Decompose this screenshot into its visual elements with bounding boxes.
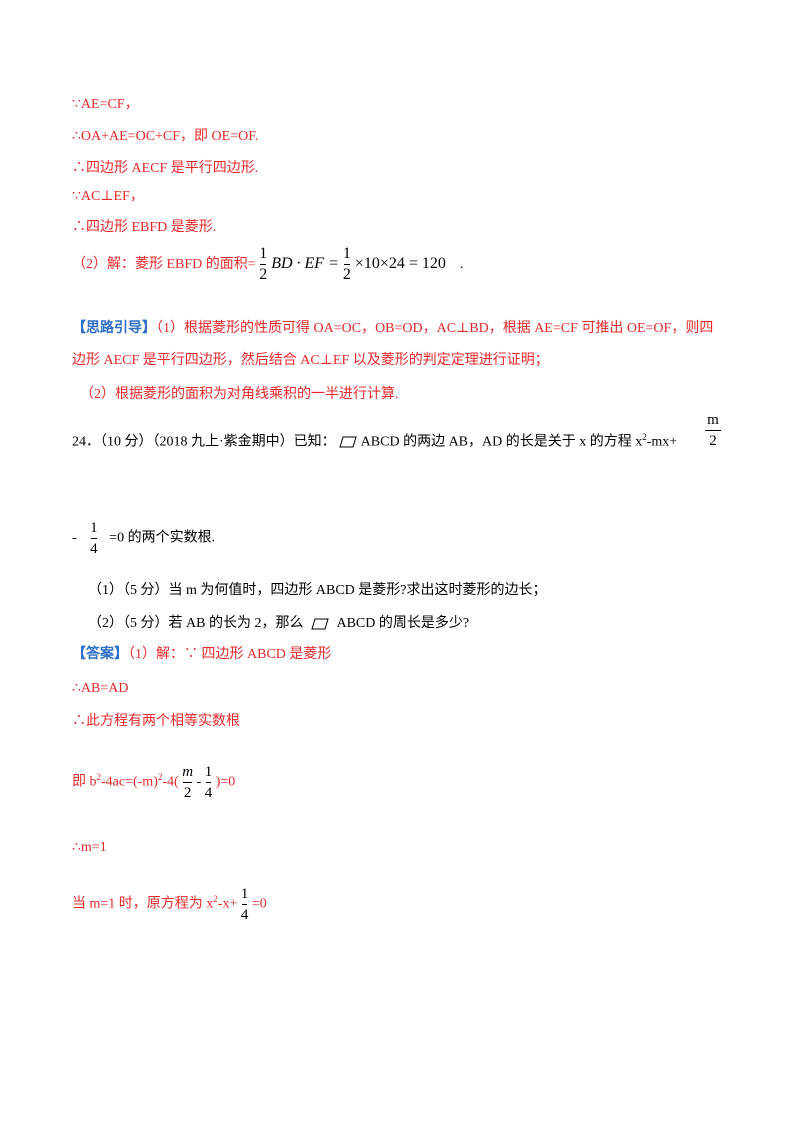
hint-line-1: 【思路引导】（1）根据菱形的性质可得 OA=OC，OB=OD，AC⊥BD，根据 … bbox=[72, 319, 713, 339]
proof-line-4: ∵AC⊥EF， bbox=[72, 189, 144, 204]
area-prefix: （2）解：菱形 EBFD 的面积= bbox=[72, 257, 256, 273]
fraction-half-1: 1 2 bbox=[259, 245, 268, 283]
proof-line-3: ∴四边形 AECF 是平行四边形. bbox=[72, 161, 259, 176]
proof-line-2: ∴OA+AE=OC+CF，即 OE=OF. bbox=[72, 129, 259, 144]
answer-equation-line: 当 m=1 时，原方程为 x2-x+ 1 4 =0 bbox=[72, 886, 267, 923]
parallelogram-icon bbox=[339, 436, 357, 448]
area-expression-tail: ×10×24 = 120 bbox=[354, 255, 446, 273]
continuation-minus: - bbox=[72, 530, 77, 546]
question-header-b: ABCD 的两边 AB，AD 的长是关于 x 的方程 x bbox=[360, 434, 643, 450]
fraction-one-quarter-eq: 1 4 bbox=[240, 886, 249, 923]
area-expression-mid: BD · EF = bbox=[271, 255, 339, 273]
answer-line-1: 【答案】（1）解：∵ 四边形 ABCD 是菱形 bbox=[72, 645, 331, 665]
answer-line-m: ∴m=1 bbox=[72, 840, 107, 855]
question-number-meta: 24．（10 分）（2018 九上·紫金期中）已知： bbox=[72, 434, 336, 450]
answer-text-1: （1）解：∵ 四边形 ABCD 是菱形 bbox=[128, 647, 332, 662]
fraction-half-2: 1 2 bbox=[342, 245, 351, 283]
question-header-c: -mx+ bbox=[646, 434, 678, 450]
continuation-text: =0 的两个实数根. bbox=[109, 530, 216, 546]
question-header: 24．（10 分）（2018 九上·紫金期中）已知： ABCD 的两边 AB，A… bbox=[72, 432, 678, 450]
hint-text-1a: （1）根据菱形的性质可得 OA=OC，OB=OD，AC⊥BD，根据 AE=CF … bbox=[156, 321, 714, 336]
proof-line-5: ∴四边形 EBFD 是菱形. bbox=[72, 220, 217, 235]
fraction-one-quarter: 1 4 bbox=[90, 520, 98, 557]
question-continuation: - 1 4 =0 的两个实数根. bbox=[72, 518, 215, 559]
hint-line-3: （2）根据菱形的面积为对角线乘积的一半进行计算. bbox=[80, 387, 399, 402]
answer-tag: 【答案】 bbox=[72, 647, 128, 662]
area-end: . bbox=[459, 257, 464, 273]
fraction-m-over-2-answer: m 2 bbox=[182, 764, 194, 801]
sub-question-1: （1）（5 分）当 m 为何值时，四边形 ABCD 是菱形?求出这时菱形的边长； bbox=[88, 583, 547, 598]
answer-line-2: ∴AB=AD bbox=[72, 681, 129, 696]
hint-line-2: 边形 AECF 是平行四边形，然后结合 AC⊥EF 以及菱形的判定定理进行证明； bbox=[72, 353, 549, 368]
answer-line-3: ∴此方程有两个相等实数根 bbox=[72, 714, 240, 729]
proof-line-1: ∵AE=CF， bbox=[72, 97, 139, 112]
fraction-m-over-2: m 2 bbox=[705, 410, 721, 451]
sub-question-2: （2）（5 分）若 AB 的长为 2，那么 ABCD 的周长是多少? bbox=[88, 616, 470, 631]
proof-area-line: （2）解：菱形 EBFD 的面积= 1 2 BD · EF = 1 2 ×10×… bbox=[72, 244, 463, 285]
fraction-one-quarter-answer: 1 4 bbox=[204, 764, 213, 801]
answer-discriminant-line: 即 b2-4ac=(-m)2-4( m 2 - 1 4 )=0 bbox=[72, 764, 236, 801]
parallelogram-icon bbox=[311, 618, 329, 630]
hint-tag: 【思路引导】 bbox=[72, 321, 156, 336]
